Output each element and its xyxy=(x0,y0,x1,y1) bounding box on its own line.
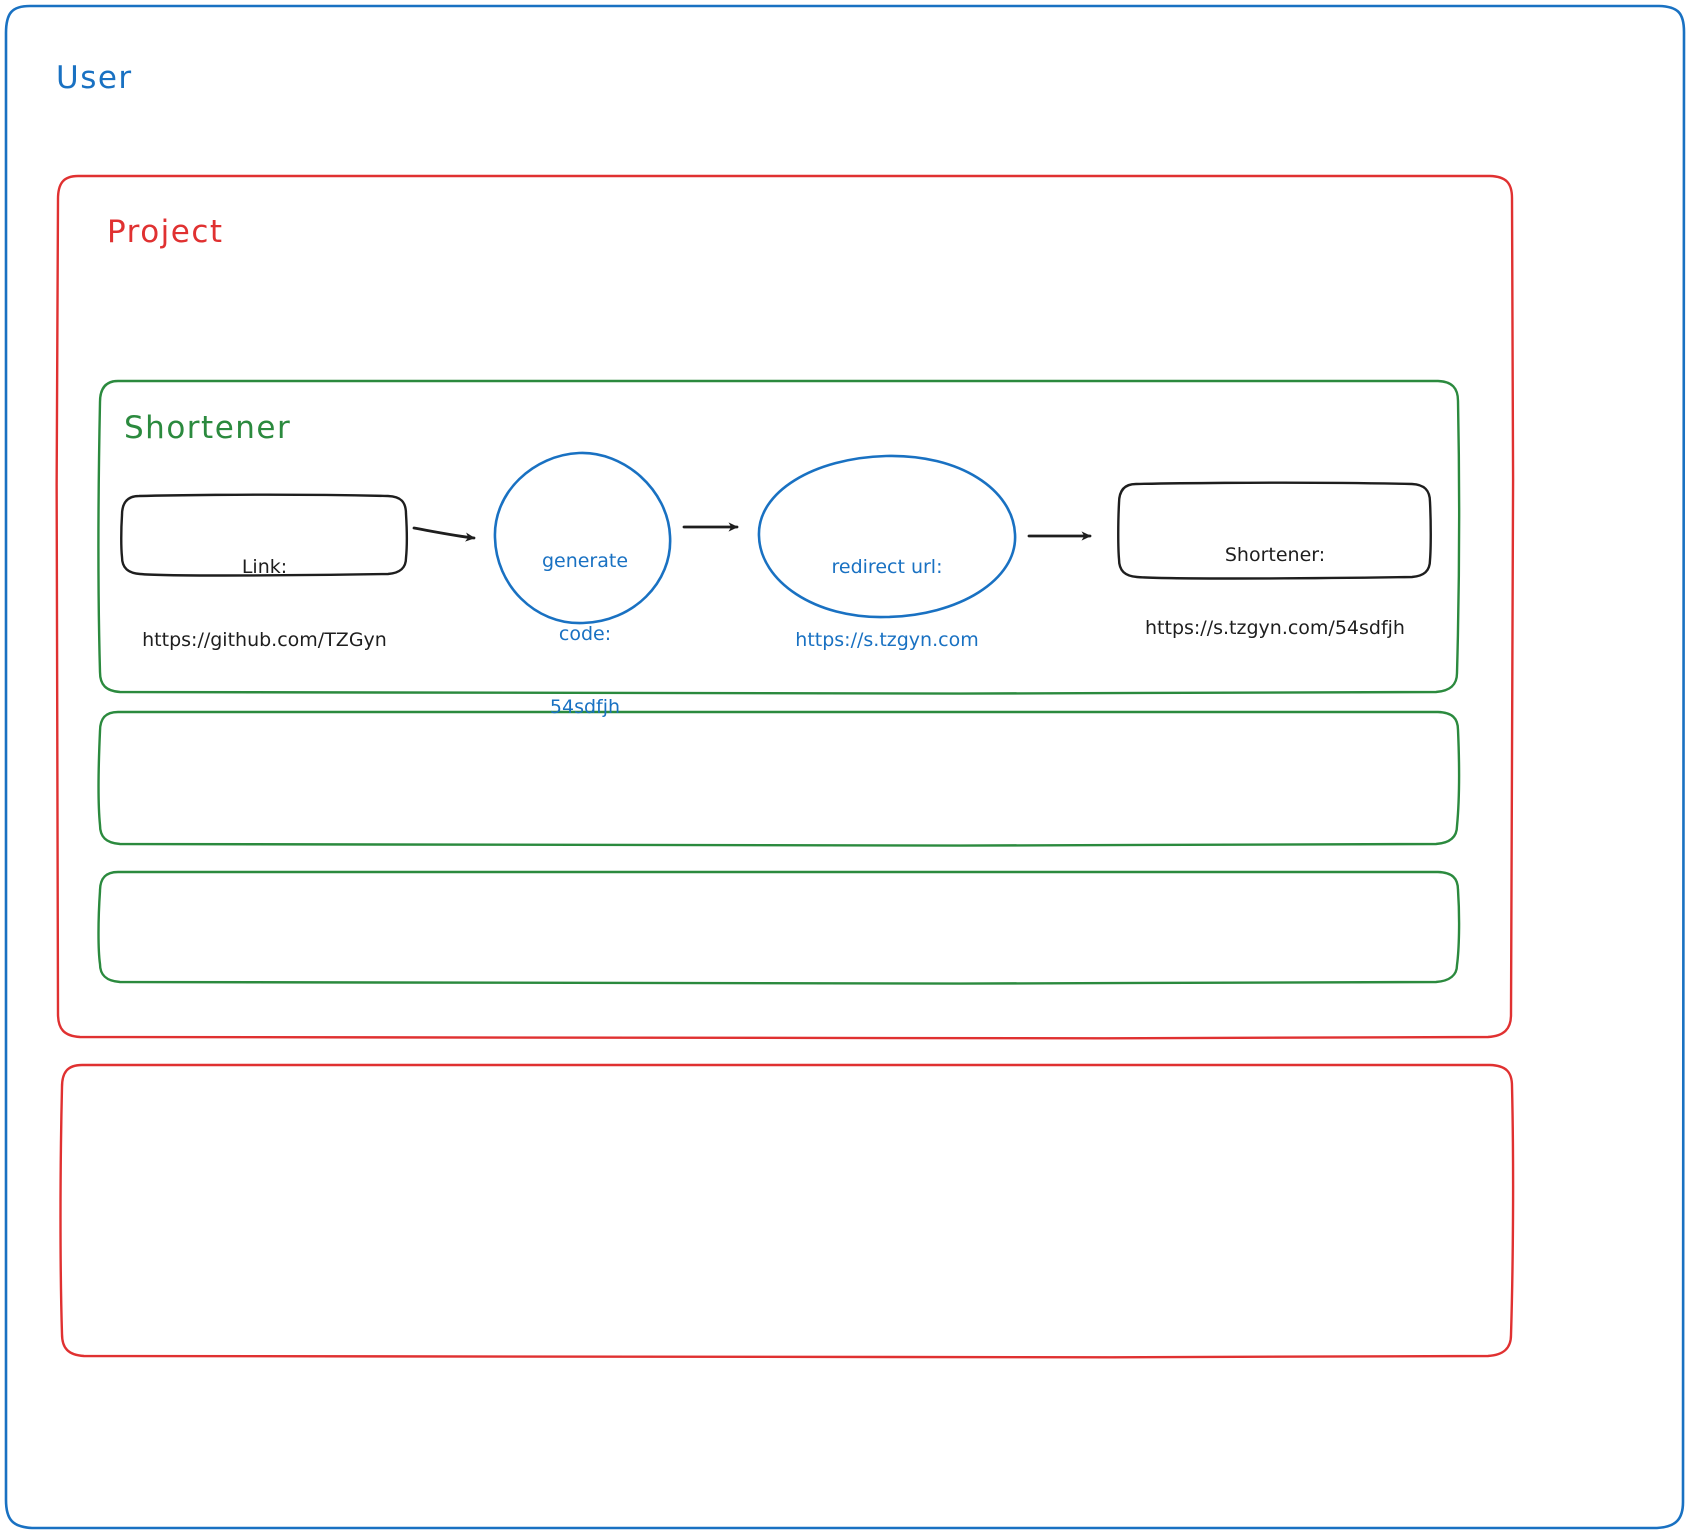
generate-code-node-shape[interactable] xyxy=(493,451,672,625)
user-group-label: User xyxy=(56,60,133,96)
link-node-line-2: https://github.com/TZGyn xyxy=(142,628,387,651)
link-node-line-1: Link: xyxy=(241,555,288,578)
shortener-node-shape[interactable] xyxy=(1117,481,1432,580)
generate-code-node-text: generate code: 54sdfjh xyxy=(495,500,675,767)
shortener-node-text: Shortener: https://s.tzgyn.com/54sdfjh xyxy=(1119,494,1431,689)
empty-red-frame xyxy=(59,1062,1515,1360)
generate-code-line-2: code: xyxy=(558,622,612,645)
shortener-node-line-1: Shortener: xyxy=(1224,543,1326,566)
generate-code-line-1: generate xyxy=(541,549,629,572)
redirect-url-node-text: redirect url: https://s.tzgyn.com xyxy=(762,506,1012,701)
link-node-shape[interactable] xyxy=(120,493,408,577)
link-node-text: Link: https://github.com/TZGyn xyxy=(122,506,407,701)
project-group-label: Project xyxy=(107,214,224,250)
user-group-frame xyxy=(3,3,1687,1532)
redirect-url-node-shape[interactable] xyxy=(757,454,1017,619)
redirect-url-line-1: redirect url: xyxy=(831,555,943,578)
empty-green-frame-2 xyxy=(97,869,1461,986)
arrow-link-to-generate xyxy=(412,526,476,542)
shortener-group-label: Shortener xyxy=(124,410,292,446)
redirect-url-line-2: https://s.tzgyn.com xyxy=(795,628,979,651)
empty-green-frame-1 xyxy=(97,709,1461,848)
generate-code-line-3: 54sdfjh xyxy=(549,695,621,718)
shortener-node-line-2: https://s.tzgyn.com/54sdfjh xyxy=(1145,616,1405,639)
